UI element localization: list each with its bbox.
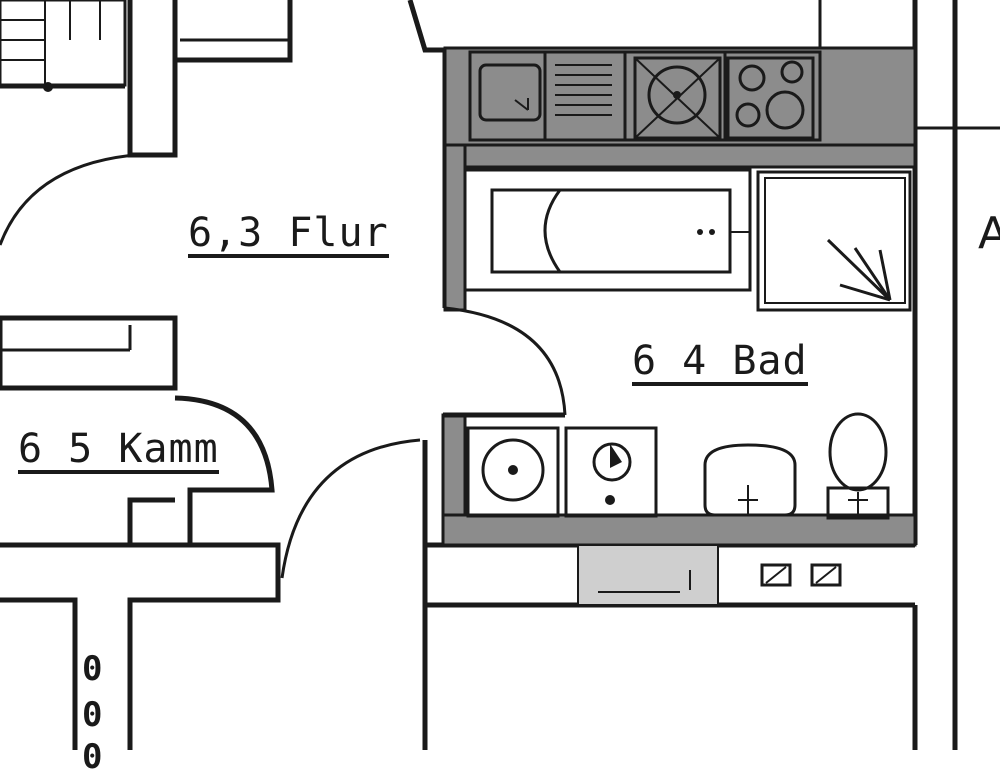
wall-kamm — [0, 315, 281, 750]
sink-icon — [478, 63, 542, 122]
bath-fixtures-row — [441, 412, 917, 547]
room-label-flur: 6,3 Flur — [188, 210, 389, 258]
washbasin-icon — [703, 443, 797, 517]
zero-mark: 0 — [82, 695, 103, 735]
edge-letter: A — [978, 208, 1000, 259]
door-swing-lower — [280, 438, 421, 579]
floor-plan — [0, 0, 1000, 750]
zero-mark: 0 — [82, 737, 103, 777]
wall-upper-left — [127, 0, 293, 158]
bathtub-icon — [463, 168, 752, 292]
water-heater-icon — [564, 426, 658, 518]
toilet-icon — [826, 412, 890, 520]
burner-icon — [633, 56, 722, 140]
drainboard-icon — [555, 64, 612, 116]
room-label-kamm: 6 5 Kamm — [18, 426, 219, 474]
shaft — [577, 544, 842, 606]
room-label-bad: 6 4 Bad — [632, 338, 808, 386]
wall-bath — [443, 143, 917, 312]
washing-machine-icon — [466, 426, 560, 518]
zero-mark: 0 — [82, 649, 103, 689]
stair-detail — [0, 0, 127, 92]
stove-icon — [726, 56, 815, 140]
door-swing-flur — [0, 153, 136, 246]
door-swing-bad — [444, 306, 567, 416]
shower-icon — [756, 170, 912, 312]
